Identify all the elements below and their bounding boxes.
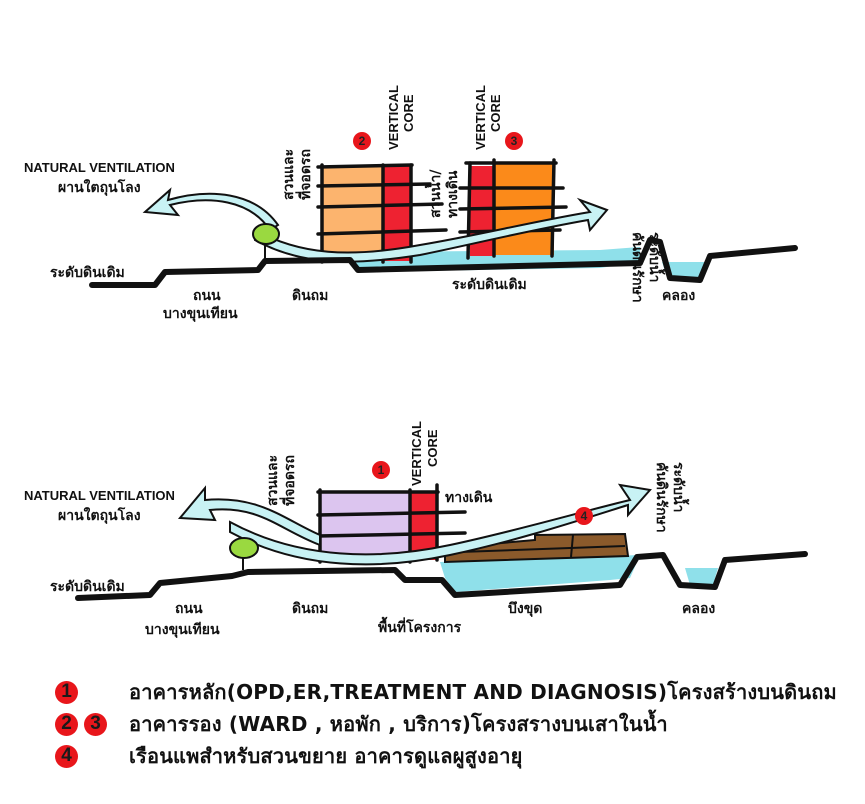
legend-badge-4: 4 — [55, 744, 78, 768]
top-ground-level-mid: ระดับดินเดิม — [452, 277, 527, 293]
top-ventilation-label: NATURAL VENTILATION — [24, 160, 175, 175]
top-ventilation-sub: ผานใตถุนโลง — [58, 178, 141, 196]
legend-text-3: เรือนแพสำหรับสวนขยาย อาคารดูแลผูสูงอายุ — [129, 744, 523, 768]
legend-row-3: 4 เรือนแพสำหรับสวนขยาย อาคารดูแลผูสูงอาย… — [55, 740, 865, 772]
top-levee-label-2: ระดับน้ำ — [646, 232, 666, 282]
legend: 1 อาคารหลัก(OPD,ER,TREATMENT AND DIAGNOS… — [55, 676, 865, 772]
raft-building-4 — [444, 532, 630, 564]
svg-text:1: 1 — [378, 463, 385, 477]
top-ground-line — [89, 237, 798, 288]
legend-badge-2: 2 — [55, 712, 78, 736]
water-garden-label-2: ทางเดิน — [445, 170, 461, 218]
bottom-fill-label: ดินถม — [292, 601, 328, 617]
svg-text:3: 3 — [511, 134, 518, 148]
top-section: 2 3 VERTICAL CORE VERTICAL CORE สวนและ ท… — [24, 85, 798, 322]
bottom-airflow-right-arrow — [229, 483, 652, 566]
pond-water — [440, 555, 640, 592]
water-garden-label-1: สวนน้ำ/ — [424, 169, 444, 218]
bottom-road-label-1: ถนน — [175, 601, 203, 617]
top-garden-label-1: สวนและ — [281, 149, 297, 200]
bottom-garden-label-1: สวนและ — [265, 455, 281, 506]
building-1 — [320, 492, 410, 562]
svg-text:4: 4 — [581, 509, 588, 523]
core-b-label-2: CORE — [488, 94, 503, 132]
pond-label: บึงขุด — [508, 600, 543, 617]
vertical-core-a — [383, 166, 411, 261]
bottom-ventilation-sub: ผานใตถุนโลง — [58, 506, 141, 524]
core-main-label-1: VERTICAL — [409, 421, 424, 486]
bottom-garden-label-2: ที่จอดรถ — [279, 455, 298, 506]
badge-3: 3 — [505, 132, 523, 150]
bottom-levee-label-2: ระดับน้ำ — [670, 462, 690, 512]
core-a-label-1: VERTICAL — [386, 85, 401, 150]
bottom-tree — [229, 537, 259, 570]
bottom-ventilation-label: NATURAL VENTILATION — [24, 488, 175, 503]
top-airflow-left-arrow — [142, 187, 280, 232]
walkway-label: ทางเดิน — [445, 490, 493, 506]
core-b-label-1: VERTICAL — [473, 85, 488, 150]
top-road-label-1: ถนน — [193, 288, 221, 304]
top-floor-lines — [316, 158, 568, 264]
top-ground-level-left: ระดับดินเดิม — [50, 265, 125, 281]
bottom-airflow-left-arrow — [177, 485, 321, 547]
legend-badge-3: 3 — [84, 712, 107, 736]
legend-text-1: อาคารหลัก(OPD,ER,TREATMENT AND DIAGNOSIS… — [129, 680, 837, 704]
bottom-levee-label-1: คันดินรักษา — [653, 462, 669, 533]
svg-text:2: 2 — [359, 134, 366, 148]
legend-row-2: 2 3 อาคารรอง (WARD , หอพัก , บริการ)โครง… — [55, 708, 865, 740]
building-2 — [322, 166, 384, 261]
section-diagram: 2 3 VERTICAL CORE VERTICAL CORE สวนและ ท… — [24, 85, 808, 638]
project-area-label: พื้นที่โครงการ — [378, 616, 462, 636]
bottom-road-label-2: บางขุนเทียน — [145, 622, 220, 638]
core-a-label-2: CORE — [401, 94, 416, 132]
top-tree — [252, 223, 280, 262]
top-garden-label-2: ที่จอดรถ — [295, 149, 314, 200]
core-main-label-2: CORE — [425, 429, 440, 467]
top-road-label-2: บางขุนเทียน — [163, 306, 238, 322]
bottom-section: 1 4 VERTICAL CORE สวนและ ที่จอดรถ คันดิน… — [24, 421, 808, 638]
bottom-canal-label: คลอง — [682, 601, 715, 617]
legend-badge-1: 1 — [55, 680, 78, 704]
legend-row-1: 1 อาคารหลัก(OPD,ER,TREATMENT AND DIAGNOS… — [55, 676, 865, 708]
badge-2: 2 — [353, 132, 371, 150]
top-airflow-right-arrow — [254, 197, 609, 263]
legend-text-2: อาคารรอง (WARD , หอพัก , บริการ)โครงสราง… — [129, 712, 668, 736]
bottom-ground-line — [75, 551, 808, 601]
badge-4: 4 — [575, 507, 593, 525]
top-fill-label: ดินถม — [292, 288, 328, 304]
bottom-ground-level-left: ระดับดินเดิม — [50, 579, 125, 595]
top-canal-label: คลอง — [662, 288, 695, 304]
badge-1: 1 — [372, 461, 390, 479]
bottom-canal-water — [685, 568, 718, 585]
top-levee-label-1: คันดินรักษา — [629, 232, 645, 303]
